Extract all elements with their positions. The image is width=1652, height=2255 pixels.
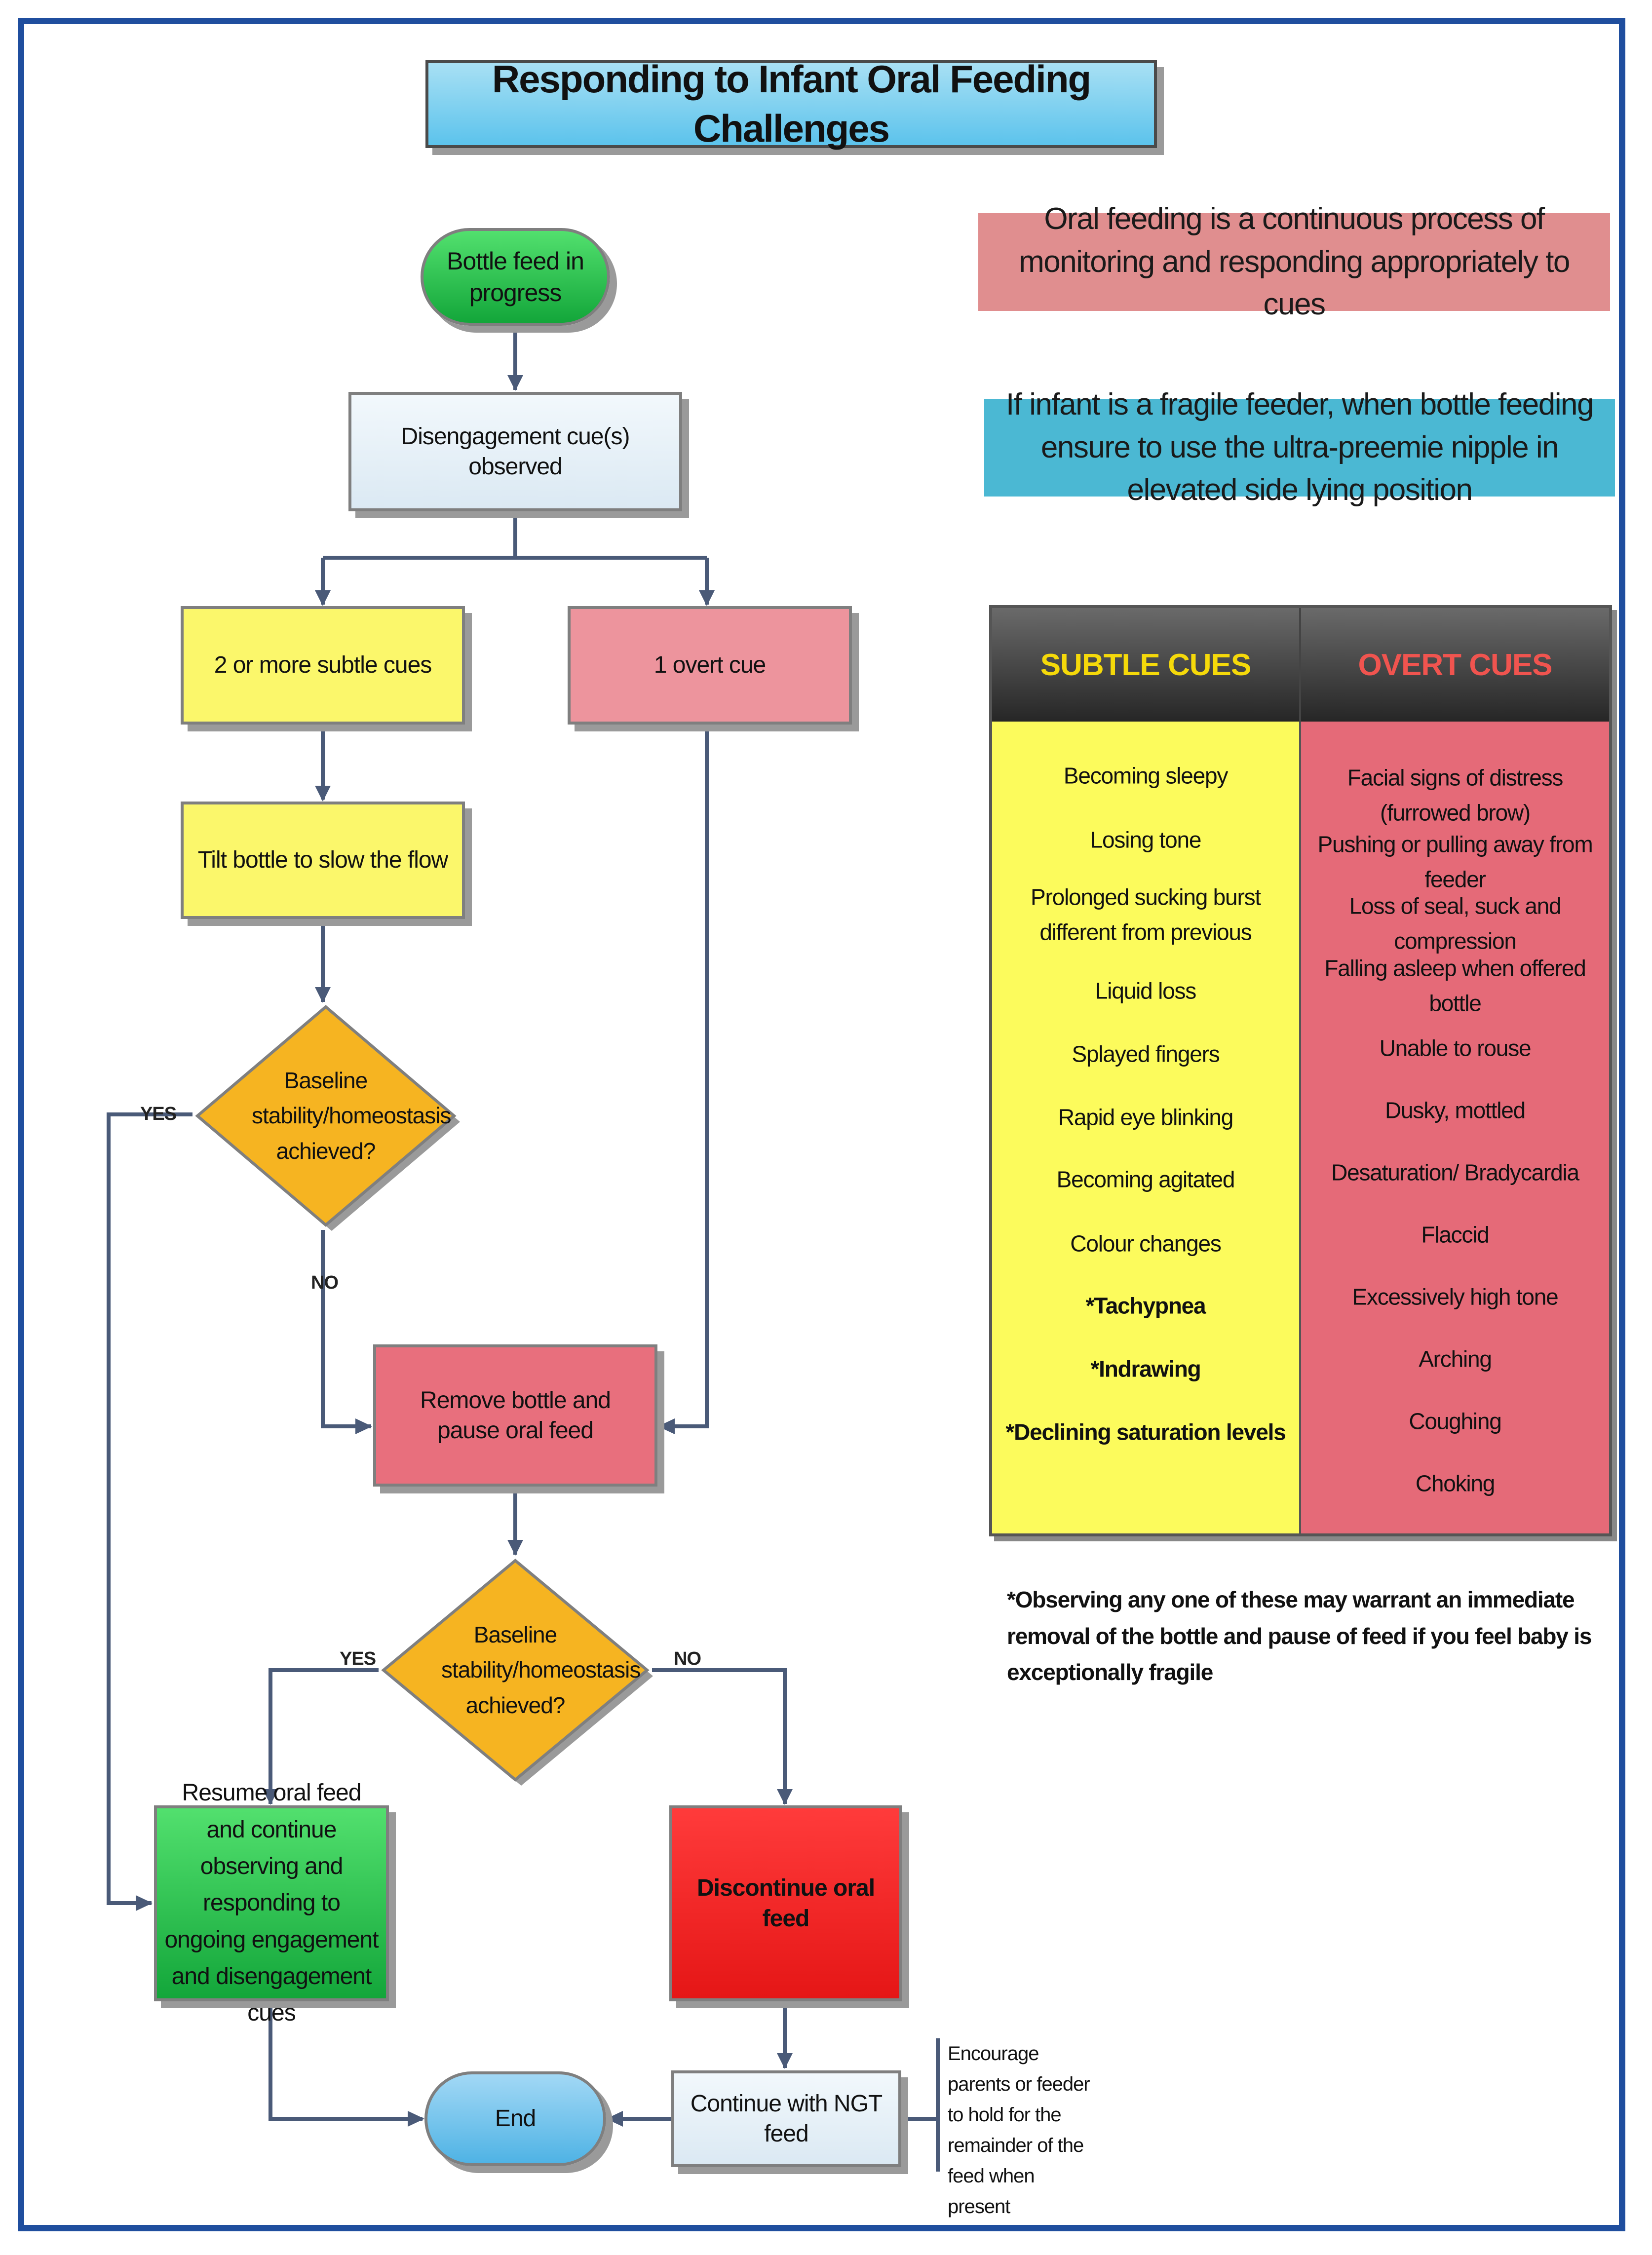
arrowhead-resume-top (263, 1789, 278, 1805)
subtle-cue-item: Prolonged sucking burst different from p… (1031, 884, 1261, 945)
arrowhead-overt (699, 590, 715, 606)
arrowhead-ngt (777, 2053, 793, 2069)
overt-cue-item: Loss of seal, suck and compression (1349, 893, 1562, 954)
overt-cue-item: Desaturation/ Bradycardia (1331, 1159, 1579, 1185)
overt-cue-item: Flaccid (1421, 1222, 1490, 1248)
decision-2-yes-label: YES (340, 1648, 376, 1669)
decision-1-text: Baseline stability/homeostasis achieved? (252, 1068, 451, 1164)
subtle-cue-item: *Indrawing (1090, 1356, 1201, 1382)
arrowhead-resume-left (136, 1895, 153, 1911)
connector-ngt-to-note (902, 2038, 940, 2172)
subtle-cues-header: SUBTLE CUES (992, 608, 1301, 722)
arrowhead-remove-right (658, 1418, 675, 1434)
end-terminal: End (424, 2071, 606, 2166)
subtle-cues-box: 2 or more subtle cues (181, 606, 465, 725)
resume-feed-box: Resume oral feed and continue observing … (154, 1780, 389, 2026)
fragile-feeder-note: If infant is a fragile feeder, when bott… (984, 387, 1615, 507)
connector-decision2-no (652, 1668, 787, 1804)
disengagement-box: Disengagement cue(s) observed (348, 392, 682, 511)
page-title: Responding to Infant Oral Feeding Challe… (425, 57, 1157, 150)
subtle-cue-item: Liquid loss (1095, 978, 1196, 1004)
overt-cues-header: OVERT CUES (1301, 608, 1609, 722)
connector-decision1-no (321, 1230, 371, 1428)
overt-cues-column: Facial signs of distress (furrowed brow)… (1301, 722, 1609, 1533)
arrowhead-decision2 (507, 1540, 523, 1556)
overt-cue-item: Facial signs of distress (furrowed brow) (1347, 764, 1564, 826)
ngt-note: Encourage parents or feeder to hold for … (948, 2043, 1090, 2217)
overt-cue-item: Choking (1415, 1470, 1496, 1496)
subtle-cue-item: Becoming sleepy (1063, 763, 1229, 789)
discontinue-box: Discontinue oral feed (669, 1805, 902, 2001)
remove-bottle-box: Remove bottle and pause oral feed (373, 1344, 657, 1487)
decision-2-no-label: NO (674, 1648, 701, 1669)
decision-1-yes-label: YES (140, 1104, 177, 1124)
overt-cue-item: Arching (1419, 1346, 1492, 1372)
decision-diamond-1: Baseline stability/homeostasis achieved? (192, 1002, 460, 1231)
connector-resume-to-end (269, 2001, 423, 2121)
overt-cue-box: 1 overt cue (568, 606, 852, 725)
subtle-cue-item: *Declining saturation levels (1005, 1419, 1286, 1445)
overt-cue-item: Excessively high tone (1352, 1284, 1558, 1310)
ngt-feed-box: Continue with NGT feed (671, 2070, 901, 2167)
connector-decision2-yes (269, 1668, 379, 1804)
arrowhead-disengagement (507, 375, 523, 391)
decision-2-text: Baseline stability/homeostasis achieved? (441, 1622, 641, 1718)
decision-diamond-2: Baseline stability/homeostasis achieved? (379, 1556, 653, 1786)
continuous-process-note: Oral feeding is a continuous process of … (978, 202, 1610, 321)
decision-diamond-1-shape (195, 1005, 460, 1231)
tilt-bottle-box: Tilt bottle to slow the flow (181, 802, 465, 919)
connector-disengagement-split (323, 513, 707, 560)
subtle-cue-item: Losing tone (1090, 827, 1202, 853)
overt-cue-item: Coughing (1409, 1408, 1502, 1434)
subtle-cue-item: Splayed fingers (1072, 1041, 1220, 1067)
subtle-cue-item: Becoming agitated (1056, 1166, 1235, 1192)
start-terminal: Bottle feed in progress (421, 228, 610, 326)
decision-1-no-label: NO (311, 1272, 339, 1293)
connector-overt-to-remove (659, 725, 709, 1428)
footnote: *Observing any one of these may warrant … (1007, 1587, 1592, 1685)
arrowhead-end-left (408, 2111, 424, 2127)
overt-cue-item: Dusky, mottled (1385, 1097, 1526, 1123)
subtle-cue-item: Rapid eye blinking (1058, 1104, 1234, 1130)
subtle-cue-item: Colour changes (1070, 1230, 1222, 1257)
overt-cue-item: Falling asleep when offered bottle (1324, 955, 1586, 1016)
arrowhead-decision1 (315, 987, 331, 1003)
arrowhead-remove-left (355, 1418, 372, 1434)
arrowhead-discontinue (777, 1789, 793, 1805)
decision-diamond-2-shape (381, 1559, 653, 1786)
subtle-cue-item: *Tachypnea (1085, 1293, 1206, 1319)
arrowhead-end-right (606, 2111, 623, 2127)
overt-cue-item: Unable to rouse (1379, 1035, 1532, 1061)
arrowhead-subtle (315, 590, 331, 606)
connector-decision1-yes (107, 1112, 192, 1905)
overt-cue-item: Pushing or pulling away from feeder (1317, 831, 1593, 892)
arrowhead-tilt (315, 786, 331, 802)
page-frame (18, 18, 1625, 2231)
